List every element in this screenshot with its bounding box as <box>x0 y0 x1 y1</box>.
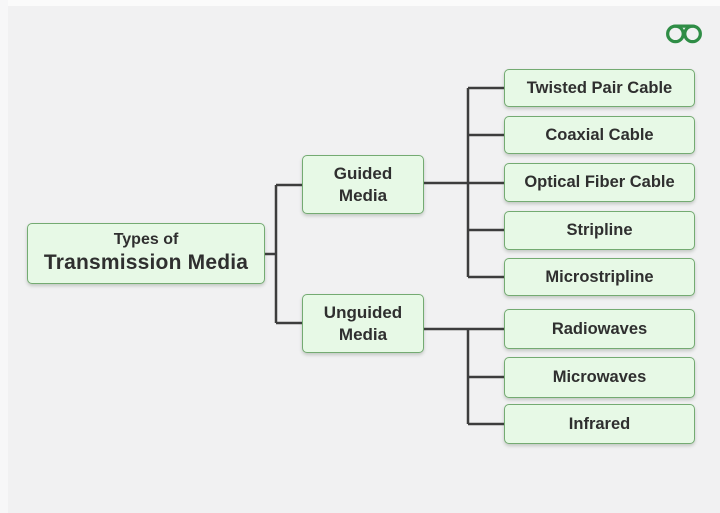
branch-node-unguided-media: Unguided Media <box>302 294 424 353</box>
leaf-node-optical-fiber-cable: Optical Fiber Cable <box>504 163 695 202</box>
leaf-label: Microstripline <box>545 267 654 286</box>
leaf-label: Stripline <box>566 221 633 240</box>
leaf-node-radiowaves: Radiowaves <box>504 309 695 349</box>
branch-label-line: Media <box>338 324 388 344</box>
edge-highlight-top <box>0 0 720 6</box>
geeksforgeeks-logo-icon <box>666 24 702 44</box>
leaf-label: Radiowaves <box>551 319 648 338</box>
root-node-types-of-transmission-media: Types of Transmission Media <box>27 223 265 284</box>
root-node-subtitle: Types of <box>113 231 179 249</box>
root-node-title: Transmission Media <box>43 251 249 275</box>
leaf-label: Microwaves <box>552 368 647 387</box>
branch-label-line: Media <box>338 185 388 205</box>
leaf-label: Optical Fiber Cable <box>524 173 675 192</box>
leaf-label: Twisted Pair Cable <box>526 78 673 97</box>
leaf-node-coaxial-cable: Coaxial Cable <box>504 116 695 154</box>
leaf-node-microstripline: Microstripline <box>504 258 695 296</box>
branch-label-line: Unguided <box>323 303 403 323</box>
leaf-node-twisted-pair-cable: Twisted Pair Cable <box>504 69 695 107</box>
leaf-label: Infrared <box>568 414 631 433</box>
leaf-node-microwaves: Microwaves <box>504 357 695 398</box>
leaf-node-stripline: Stripline <box>504 211 695 250</box>
leaf-label: Coaxial Cable <box>545 125 654 144</box>
branch-node-guided-media: Guided Media <box>302 155 424 214</box>
leaf-node-infrared: Infrared <box>504 404 695 444</box>
edge-highlight-left <box>0 0 8 513</box>
branch-label-line: Guided <box>333 164 393 184</box>
